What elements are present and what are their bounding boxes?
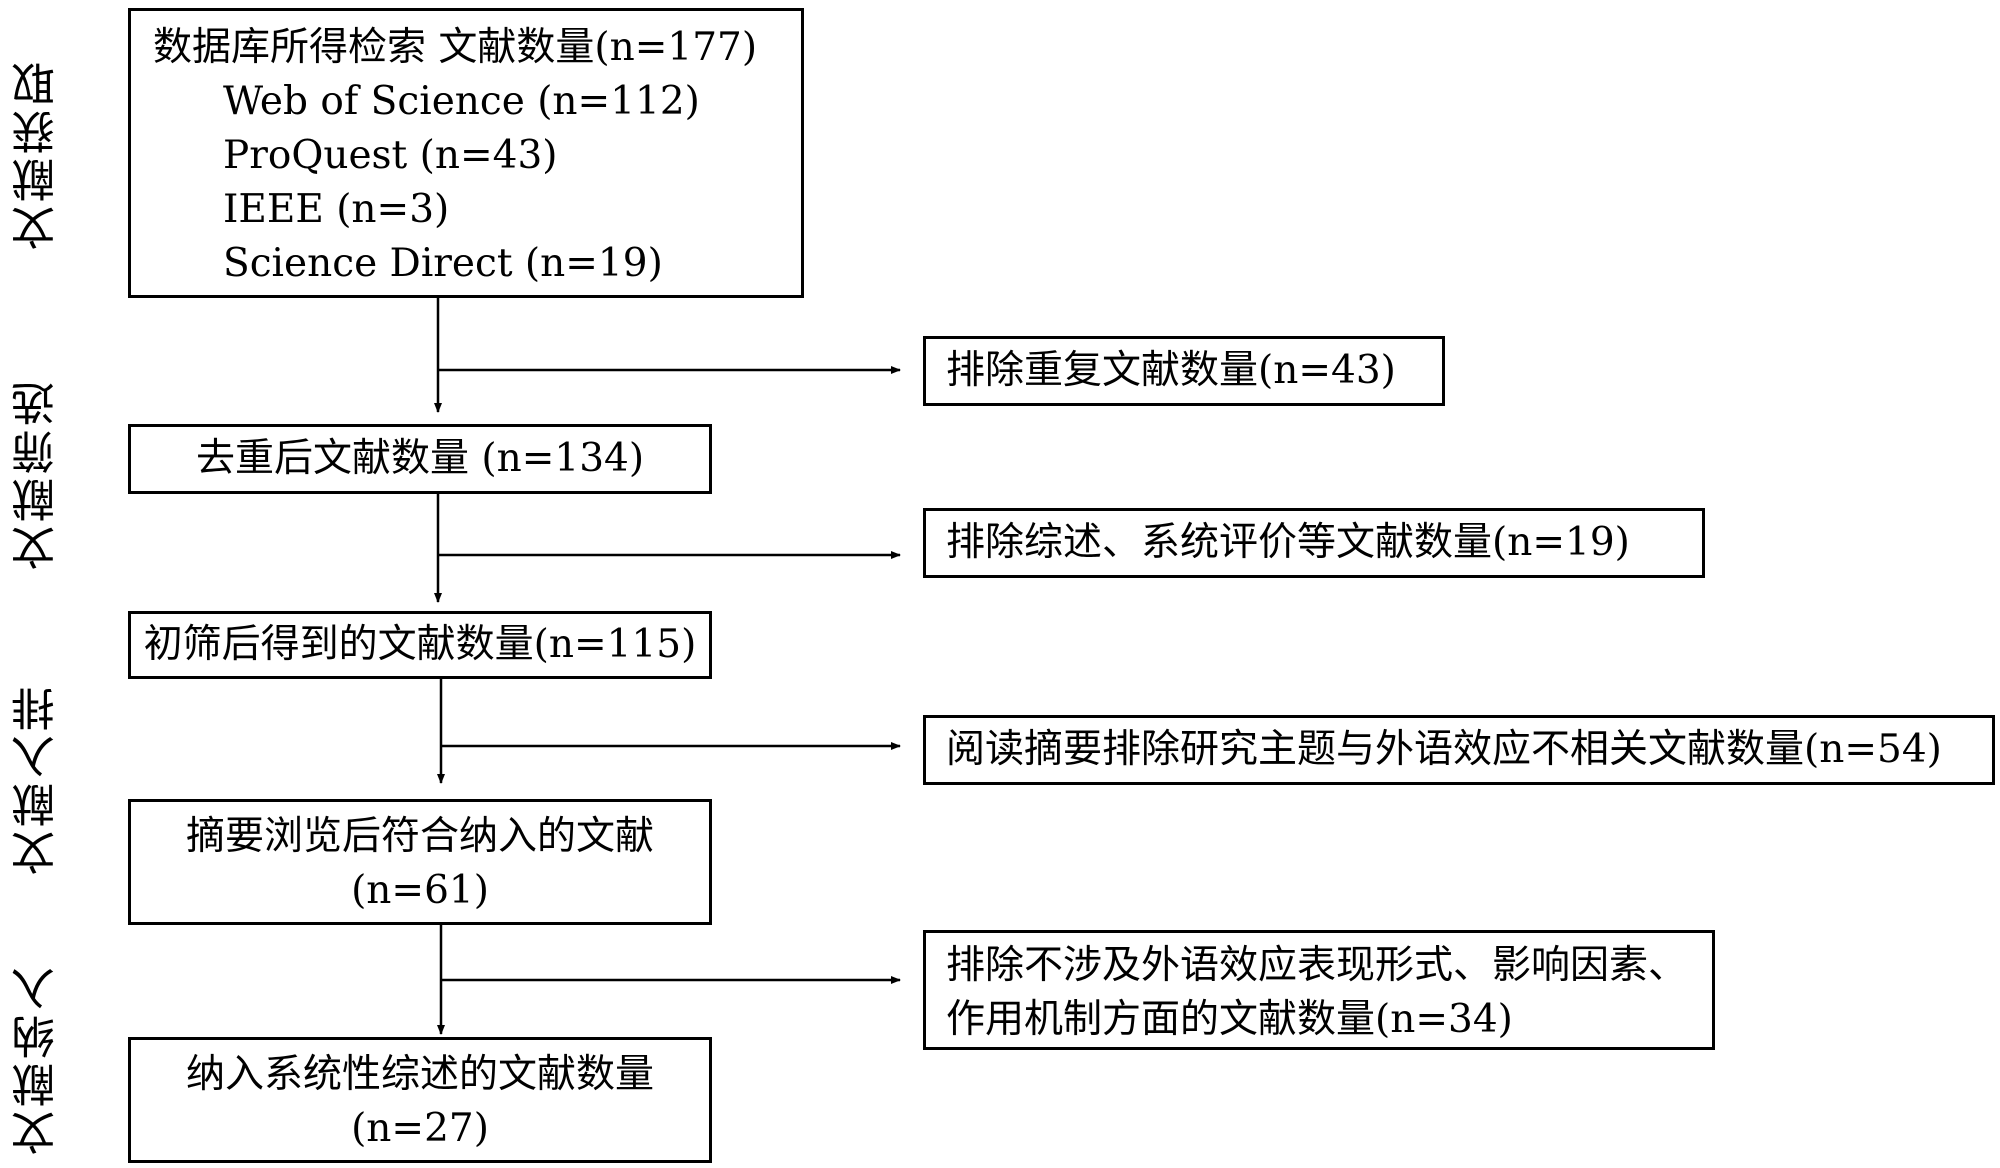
initial-screen-box: 初筛后得到的文献数量(n=115) <box>128 611 712 679</box>
abstract-screen-box: 摘要浏览后符合纳入的文献 (n=61) <box>128 799 712 925</box>
included-box: 纳入系统性综述的文献数量 (n=27) <box>128 1037 712 1163</box>
stage-label-retrieval: 文献获取 <box>12 58 63 250</box>
exclude-reviews-box: 排除综述、系统评价等文献数量(n=19) <box>923 508 1705 578</box>
exclude-mechanism-line2: 作用机制方面的文献数量(n=34) <box>946 997 1513 1042</box>
exclude-mechanism-box: 排除不涉及外语效应表现形式、影响因素、 作用机制方面的文献数量(n=34) <box>923 930 1715 1050</box>
source-web-of-science: Web of Science (n=112) <box>223 79 700 124</box>
source-science-direct: Science Direct (n=19) <box>223 241 663 286</box>
included-line1: 纳入系统性综述的文献数量 <box>185 1052 654 1097</box>
stage-label-screening: 文献筛选 <box>12 378 63 570</box>
source-proquest: ProQuest (n=43) <box>223 133 558 178</box>
abstract-screen-line1: 摘要浏览后符合纳入的文献 <box>185 814 654 859</box>
exclude-reviews-text: 排除综述、系统评价等文献数量(n=19) <box>946 520 1630 565</box>
source-ieee: IEEE (n=3) <box>223 187 450 232</box>
dedup-box: 去重后文献数量 (n=134) <box>128 424 712 494</box>
stage-label-eligibility: 文献入排 <box>12 683 63 875</box>
dedup-text: 去重后文献数量 (n=134) <box>195 436 645 481</box>
retrieval-title: 数据库所得检索 文献数量(n=177) <box>153 25 758 70</box>
included-line2: (n=27) <box>351 1106 489 1151</box>
abstract-screen-line2: (n=61) <box>351 868 489 913</box>
exclude-irrelevant-box: 阅读摘要排除研究主题与外语效应不相关文献数量(n=54) <box>923 715 1995 785</box>
exclude-duplicates-text: 排除重复文献数量(n=43) <box>946 348 1396 393</box>
exclude-mechanism-line1: 排除不涉及外语效应表现形式、影响因素、 <box>946 943 1688 988</box>
initial-screen-text: 初筛后得到的文献数量(n=115) <box>143 622 697 667</box>
retrieval-box: 数据库所得检索 文献数量(n=177) Web of Science (n=11… <box>128 8 804 298</box>
exclude-irrelevant-text: 阅读摘要排除研究主题与外语效应不相关文献数量(n=54) <box>946 727 1942 772</box>
exclude-duplicates-box: 排除重复文献数量(n=43) <box>923 336 1445 406</box>
stage-label-inclusion: 文献纳入 <box>12 963 63 1155</box>
